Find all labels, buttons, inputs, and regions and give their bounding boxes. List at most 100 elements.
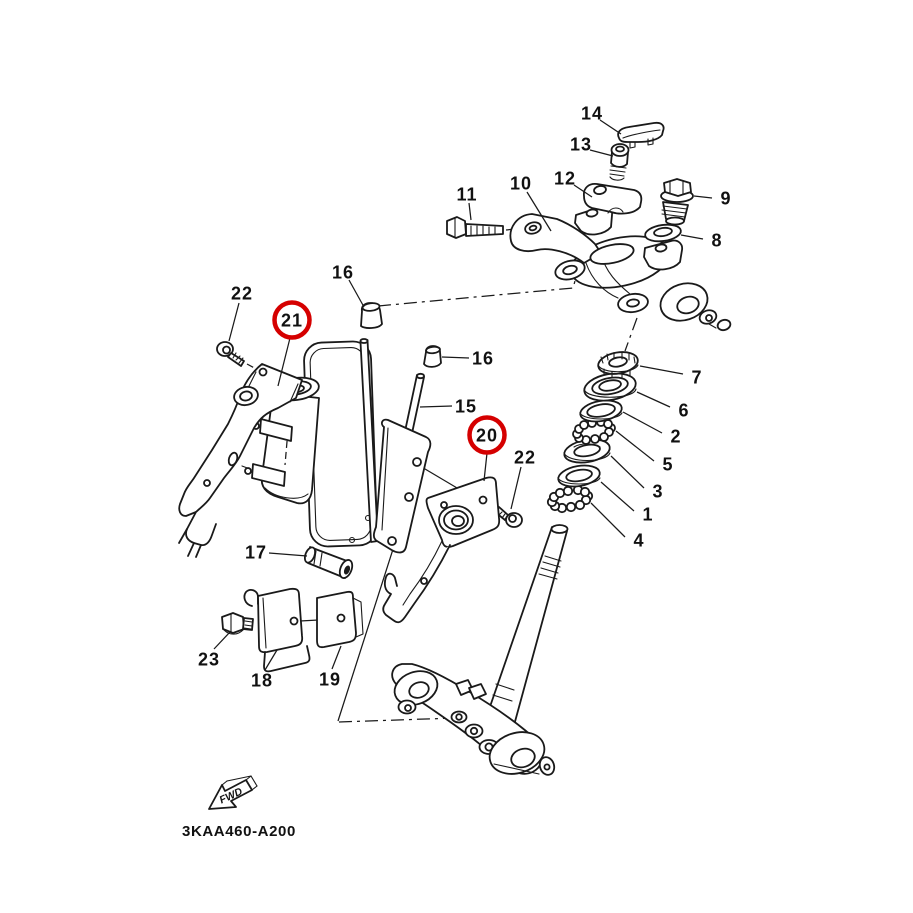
callout-leader-line [526, 191, 552, 232]
callout-3: 3 [610, 455, 663, 502]
callout-number: 16 [332, 263, 354, 283]
callout-leader-line [599, 119, 622, 135]
callout-2: 2 [622, 411, 681, 447]
callout-17: 17 [245, 543, 308, 563]
part-code-label: 3KAA460-A200 [182, 823, 296, 840]
callout-leader-line [268, 552, 308, 557]
callout-number: 15 [455, 397, 477, 417]
callout-15: 15 [419, 397, 477, 417]
callout-number: 21 [281, 311, 303, 331]
callout-number: 16 [472, 349, 494, 369]
callout-4: 4 [590, 502, 644, 551]
callout-number: 23 [198, 650, 220, 670]
callout-19: 19 [319, 645, 342, 690]
callout-leader-line [441, 356, 470, 359]
part-ring-nut-7 [597, 351, 639, 379]
part-ball-bearing-4 [546, 484, 594, 514]
callout-number: 17 [245, 543, 267, 563]
part-bearing-race-1 [557, 464, 601, 488]
part-bolt-23 [221, 612, 254, 635]
part-bolt-11 [446, 216, 504, 239]
callout-number: 2 [670, 427, 681, 447]
callout-leader-line [419, 405, 453, 408]
callout-leader-line [228, 302, 240, 342]
callout-number: 18 [251, 671, 273, 691]
callout-number: 10 [510, 174, 532, 194]
callout-12: 12 [554, 169, 593, 198]
callout-18: 18 [251, 649, 278, 691]
callout-leader-line [468, 202, 472, 221]
callout-number: 20 [476, 426, 498, 446]
callout-13: 13 [570, 135, 614, 157]
callout-22: 22 [228, 284, 253, 342]
part-plate-19 [316, 590, 364, 649]
callout-16: 16 [332, 263, 365, 308]
part-bolt-13 [609, 143, 630, 181]
callout-leader-line [277, 337, 291, 387]
callout-leader-line [589, 149, 614, 157]
callout-leader-line [590, 502, 626, 538]
callout-number: 3 [652, 482, 663, 502]
part-bearing-race-2 [579, 399, 623, 423]
part-under-bracket [391, 663, 556, 776]
callout-number: 22 [231, 284, 253, 304]
callout-number: 9 [720, 189, 731, 209]
callout-number: 11 [456, 185, 477, 205]
red-highlight-circle [272, 300, 312, 340]
callout-number: 6 [678, 401, 689, 421]
callout-leader-line [213, 631, 231, 650]
callout-number: 19 [319, 670, 341, 690]
callout-11: 11 [456, 185, 477, 221]
callout-number: 12 [554, 169, 576, 189]
part-rubber-cap-16b [423, 345, 442, 368]
callout-number: 4 [633, 531, 644, 551]
callout-7: 7 [639, 365, 702, 388]
callout-14: 14 [581, 104, 622, 135]
part-stem-bolt-9 [660, 178, 694, 226]
callout-leader-line [510, 466, 522, 510]
callout-6: 6 [636, 391, 689, 421]
callout-number: 22 [514, 448, 536, 468]
part-stay-bracket-21 [178, 363, 303, 558]
callout-number: 8 [711, 231, 722, 251]
part-clamp-18 [243, 587, 311, 673]
callout-leader-line [483, 452, 488, 482]
callout-number: 14 [581, 104, 603, 124]
callout-leader-line [636, 391, 671, 408]
callout-20-circled: 20 [467, 415, 507, 482]
part-washer-8 [644, 223, 682, 243]
callout-leader-line [348, 279, 365, 308]
callout-number: 5 [662, 455, 673, 475]
callout-leader-line [610, 455, 645, 489]
callout-number: 13 [570, 135, 592, 155]
callout-leader-line [622, 411, 663, 434]
fwd-arrow: FWD [208, 775, 258, 810]
callout-leader-line [639, 365, 684, 375]
red-highlight-circle [467, 415, 507, 455]
callout-23: 23 [198, 631, 231, 670]
callout-leader-line [680, 234, 704, 240]
part-stay-bracket-20 [382, 476, 501, 624]
callout-10: 10 [510, 174, 552, 232]
callout-leader-line [693, 195, 713, 199]
callout-number: 1 [642, 505, 653, 525]
callout-16: 16 [441, 349, 494, 369]
callout-5: 5 [615, 430, 673, 475]
callout-22: 22 [510, 448, 536, 510]
callout-8: 8 [680, 231, 722, 251]
callout-9: 9 [693, 189, 731, 209]
part-bolt-22a [216, 341, 245, 367]
callout-leader-line [331, 645, 342, 670]
part-bearing-cover-6 [583, 372, 637, 402]
part-rubber-cap-16a [360, 302, 383, 329]
callout-leader-line [264, 649, 278, 671]
part-cap-14 [617, 121, 665, 149]
callout-leader-line [615, 430, 655, 462]
part-collar-17 [303, 546, 354, 579]
callout-number: 7 [691, 368, 702, 388]
part-steering-stem [483, 524, 569, 741]
callout-leader-line [600, 481, 635, 512]
